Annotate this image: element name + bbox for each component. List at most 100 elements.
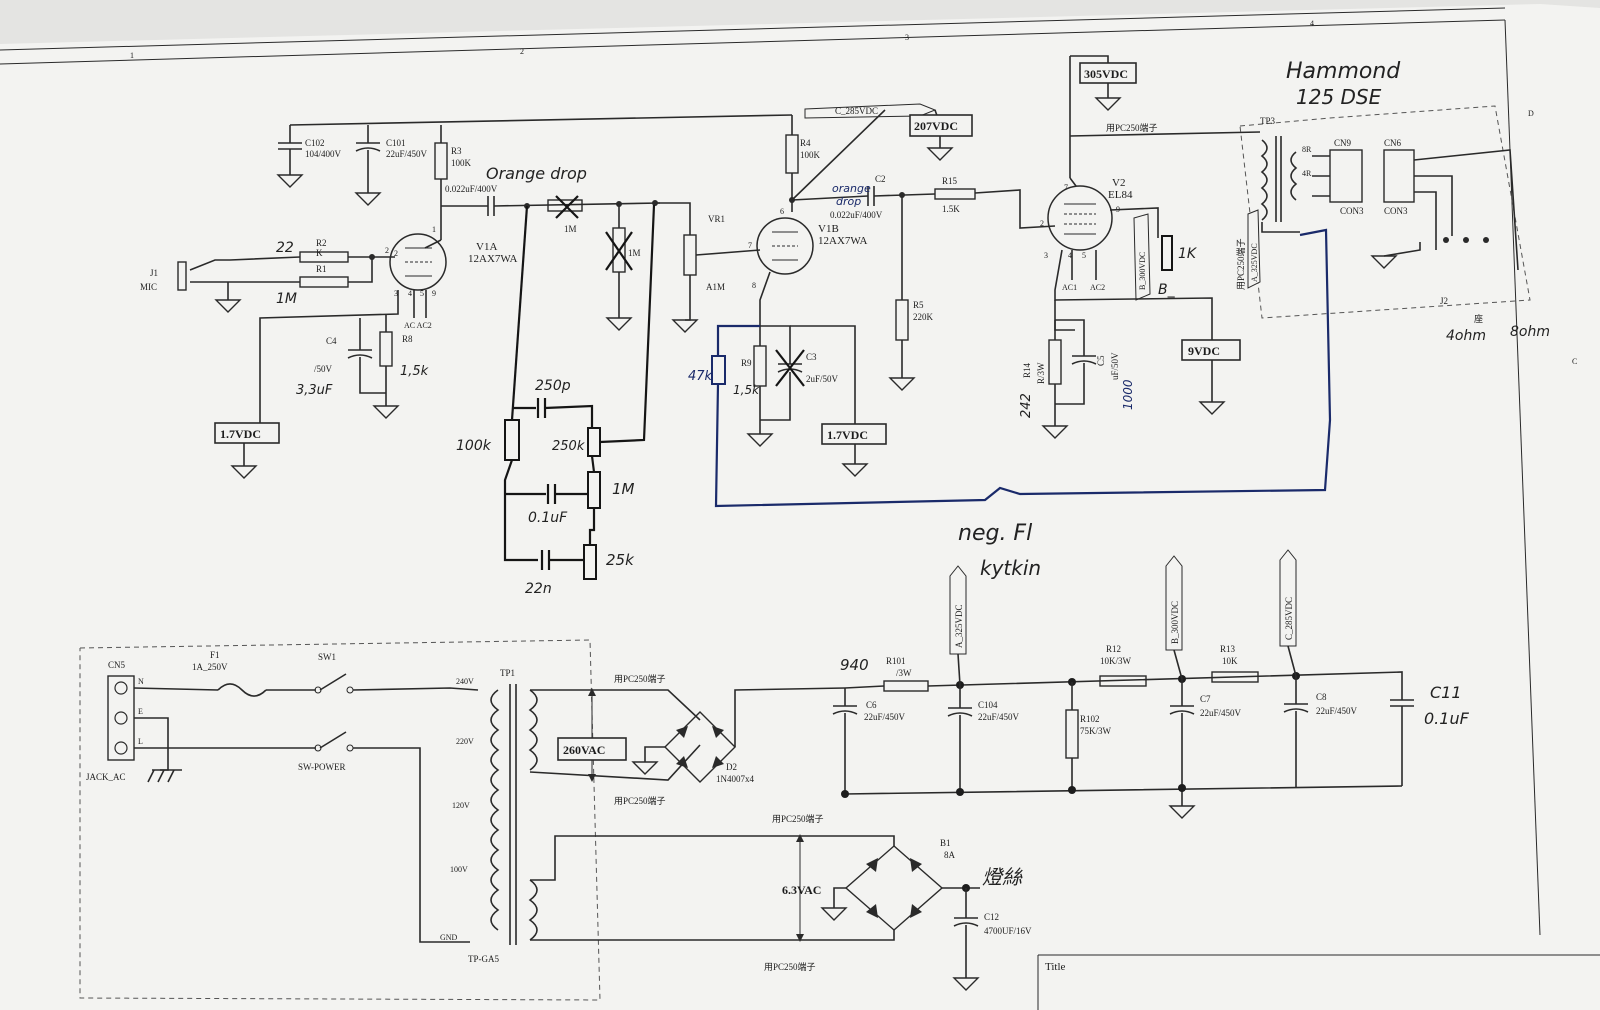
heater-supply: 用PC250端子 用PC250端子 6.3VAC B1 8A 燈絲 C12 47… xyxy=(764,813,1032,991)
f1-value: 1A_250V xyxy=(192,662,228,672)
r1-pin: 2 xyxy=(385,246,389,255)
c11-value: 0.1uF xyxy=(1424,709,1470,728)
supply-260vac-label: 260VAC xyxy=(563,743,605,757)
c3-ref: C3 xyxy=(806,352,817,362)
zone-4: 4 xyxy=(1310,19,1314,28)
r101-hand: 940 xyxy=(840,656,869,674)
j1-ref: J1 xyxy=(150,268,158,278)
v1a-ac: AC AC2 xyxy=(404,321,432,330)
c104-value: 22uF/450V xyxy=(978,712,1020,722)
ground-9v xyxy=(1198,401,1226,415)
bridge-d2 xyxy=(664,711,736,783)
v1b-pin7: 7 xyxy=(748,241,752,250)
b-plus-rail: C_285VDC 207VDC xyxy=(289,103,973,161)
supply-6.3vac: 6.3VAC xyxy=(782,883,821,897)
flag-b300-small xyxy=(1133,213,1151,301)
ground-b1 xyxy=(820,907,848,921)
c4-value: /50V xyxy=(314,364,333,374)
v1b-ref: V1B xyxy=(818,223,839,235)
r9-hand: 1,5k xyxy=(733,383,760,397)
tone-250p: 250p xyxy=(535,378,571,394)
cn5-e: E xyxy=(138,707,143,716)
c102-value: 104/400V xyxy=(305,149,342,159)
nfb-47k-label: 47k xyxy=(688,369,713,384)
tube-v2: V2 EL84 7 2 9 3 4 5 AC1 AC2 B_300VDC 1K … xyxy=(1040,55,1198,301)
v1a-pin3: 3 xyxy=(394,289,398,298)
hv-rectifier: 用PC250端子 用PC250端子 260VAC D2 1N4007x4 xyxy=(557,673,846,806)
c1-orange-drop: Orange drop xyxy=(486,164,587,183)
v1a-pin1: 1 xyxy=(432,225,436,234)
bridge-b1 xyxy=(844,845,944,931)
heat-wire-top: 用PC250端子 xyxy=(772,813,824,824)
wire-bot-label: 用PC250端子 xyxy=(614,795,666,806)
c101-ref: C101 xyxy=(386,138,406,148)
vr1-ref: VR1 xyxy=(708,214,725,224)
r12-value: 10K/3W xyxy=(1100,656,1132,666)
r12 xyxy=(1099,675,1147,687)
supply-260vac xyxy=(557,737,627,761)
ground-pot xyxy=(605,317,633,331)
tone-1m-b: 1M xyxy=(628,248,641,258)
tone-1m-a: 1M xyxy=(564,224,577,234)
b1-value: 8A xyxy=(944,850,956,860)
v1b-pin8: 8 xyxy=(752,281,756,290)
c2: C2 0.022uF/400V orange drop xyxy=(791,174,936,220)
r8-ref: R8 xyxy=(402,334,413,344)
v1a-pin5: 5 xyxy=(420,289,424,298)
r12-ref: R12 xyxy=(1106,644,1121,654)
r9-ref: R9 xyxy=(741,358,752,368)
r14-ref: R14 xyxy=(1022,362,1032,378)
tp-ga5: TP-GA5 xyxy=(468,954,499,964)
power-transformer: TP1 TP-GA5 240V 220V 120V 100V GND xyxy=(440,668,800,964)
sw-power: SW-POWER xyxy=(298,762,346,772)
v1a-pin4: 4 xyxy=(408,289,412,298)
ground-r9 xyxy=(746,433,774,447)
v1b-pin6: 6 xyxy=(780,207,784,216)
wire-top-label: 用PC250端子 xyxy=(614,673,666,684)
zone-3: 3 xyxy=(905,33,909,42)
hammond: Hammond xyxy=(1286,59,1401,84)
ground-vr1 xyxy=(671,319,699,333)
flag-b300-label: B_300VDC xyxy=(1170,601,1180,644)
ground-17b xyxy=(841,463,869,477)
r13 xyxy=(1211,671,1259,683)
tap-100: 100V xyxy=(450,865,468,874)
r2-ref: R2 xyxy=(316,238,327,248)
v1a-pin9: 9 xyxy=(432,289,436,298)
flag-a325-small-label: A_325VDC xyxy=(1250,243,1259,282)
resistor-1m-crossed xyxy=(547,199,583,212)
c1-value: 0.022uF/400V xyxy=(445,184,498,194)
tone-25k xyxy=(583,544,597,580)
r8-hand: 1,5k xyxy=(400,364,429,379)
c12-ref: C12 xyxy=(984,912,999,922)
r3-value: 100K xyxy=(451,158,472,168)
v2-pin2: 2 xyxy=(1040,219,1044,228)
ground-r8 xyxy=(372,405,400,419)
supply-1.7vdc-b xyxy=(821,423,887,445)
flag-c285 xyxy=(1279,549,1297,647)
tone-25k-label: 25k xyxy=(606,551,635,569)
r13-value: 10K xyxy=(1222,656,1238,666)
tone-100k-label: 100k xyxy=(456,438,492,454)
supply-9vdc-label: 9VDC xyxy=(1188,344,1220,358)
tone-22n: 22n xyxy=(525,581,552,597)
tone-250k-label: 250k xyxy=(552,439,585,454)
nfb-label: neg. Fl xyxy=(958,521,1032,546)
supply-207vdc xyxy=(909,114,973,137)
screen-1k xyxy=(1161,235,1173,271)
tp1-ref: TP1 xyxy=(500,668,515,678)
r13-ref: R13 xyxy=(1220,644,1236,654)
ground-207 xyxy=(926,147,954,161)
c4-hand: 3,3uF xyxy=(296,383,333,398)
c7-ref: C7 xyxy=(1200,694,1211,704)
r1-ref: R1 xyxy=(316,264,327,274)
r2-hand: 22 xyxy=(276,240,294,256)
d2-ref: D2 xyxy=(726,762,737,772)
cn6-ref: CN6 xyxy=(1384,138,1402,148)
tone-0.1uf: 0.1uF xyxy=(528,510,568,526)
c6-ref: C6 xyxy=(866,700,877,710)
cn5-l: L xyxy=(138,737,143,746)
c2-value: 0.022uF/400V xyxy=(830,210,883,220)
cn5-ref: CN5 xyxy=(108,660,126,670)
